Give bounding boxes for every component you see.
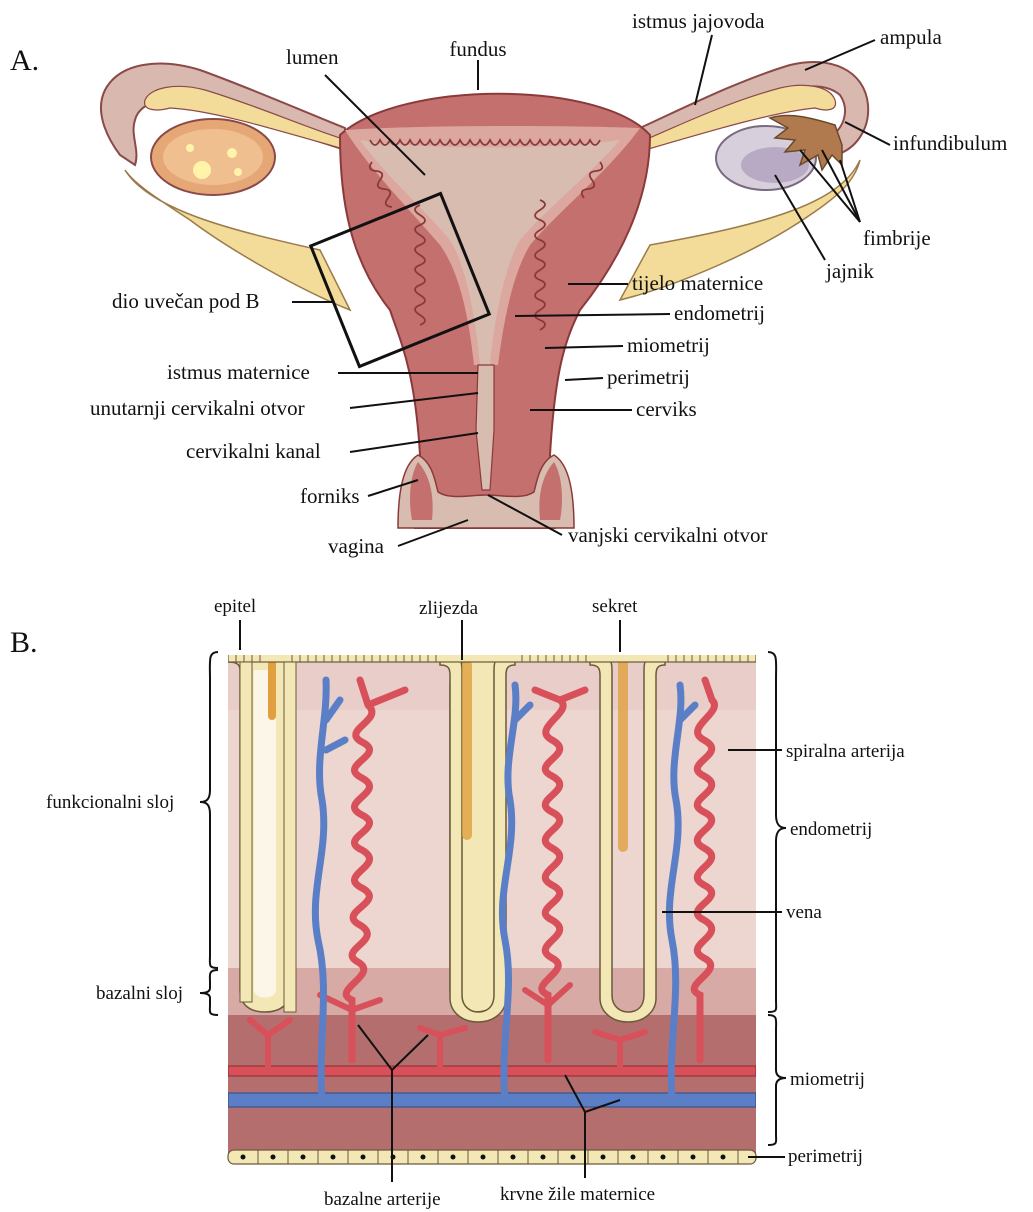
perimetrium-cells [228,1150,756,1164]
gland-wall [240,662,252,1002]
label-vena: vena [786,902,822,923]
label-epitel: epitel [214,596,256,617]
follicle [227,148,237,158]
ovary-right-shade [741,147,809,183]
uterine-vein [228,1093,756,1107]
label-unutarnji-otvor: unutarnji cervikalni otvor [90,396,305,420]
label-dio-uvecan: dio uvečan pod B [112,289,260,313]
panel-b-letter: B. [10,626,38,659]
label-vanjski-otvor: vanjski cervikalni otvor [568,523,767,547]
label-bazalni-sloj: bazalni sloj [96,983,183,1004]
label-krvne-zile: krvne žile maternice [500,1184,655,1205]
brace-miometrij [768,1015,786,1145]
secretion [618,652,628,852]
label-lumen: lumen [286,45,339,69]
gland-wall [284,662,296,1012]
label-cervikalni-kanal: cervikalni kanal [186,439,321,463]
follicle [234,168,242,176]
label-endometrij-b: endometrij [790,819,872,840]
label-perimetrij-b: perimetrij [788,1146,863,1167]
label-infundibulum: infundibulum [893,131,1007,155]
uterine-artery [228,1066,756,1076]
panel-a: A. [10,9,1007,558]
label-perimetrij: perimetrij [607,365,690,389]
label-miometrij-b: miometrij [790,1069,865,1090]
panel-a-letter: A. [10,44,39,77]
follicle [193,161,211,179]
brace-funkcionalni [200,652,218,968]
myometrium-layer [228,1015,756,1155]
label-sekret: sekret [592,596,638,617]
label-tijelo-maternice: tijelo maternice [632,271,763,295]
brace-endometrij [768,652,786,1012]
tissue-section [228,648,756,1155]
label-istmus-jajovoda: istmus jajovoda [632,9,765,33]
label-endometrij: endometrij [674,301,765,325]
label-forniks: forniks [300,484,360,508]
label-miometrij: miometrij [627,333,710,357]
secretion [462,660,472,840]
ovary-left-inner [163,129,263,185]
label-ampula: ampula [880,25,942,49]
label-fundus: fundus [449,37,506,61]
label-funkcionalni-sloj: funkcionalni sloj [46,792,174,813]
surface-epithelium [228,648,756,662]
label-jajnik: jajnik [825,259,874,283]
label-istmus-maternice: istmus maternice [167,360,310,384]
label-zlijezda: zlijezda [419,598,479,619]
panel-b: B. [10,596,905,1210]
label-spiralna-arterija: spiralna arterija [786,741,905,762]
label-fimbrije: fimbrije [863,226,931,250]
brace-bazalni [200,970,218,1015]
label-bazalne-arterije: bazalne arterije [324,1189,441,1210]
follicle [186,144,194,152]
label-vagina: vagina [328,534,385,558]
label-cerviks: cerviks [636,397,697,421]
